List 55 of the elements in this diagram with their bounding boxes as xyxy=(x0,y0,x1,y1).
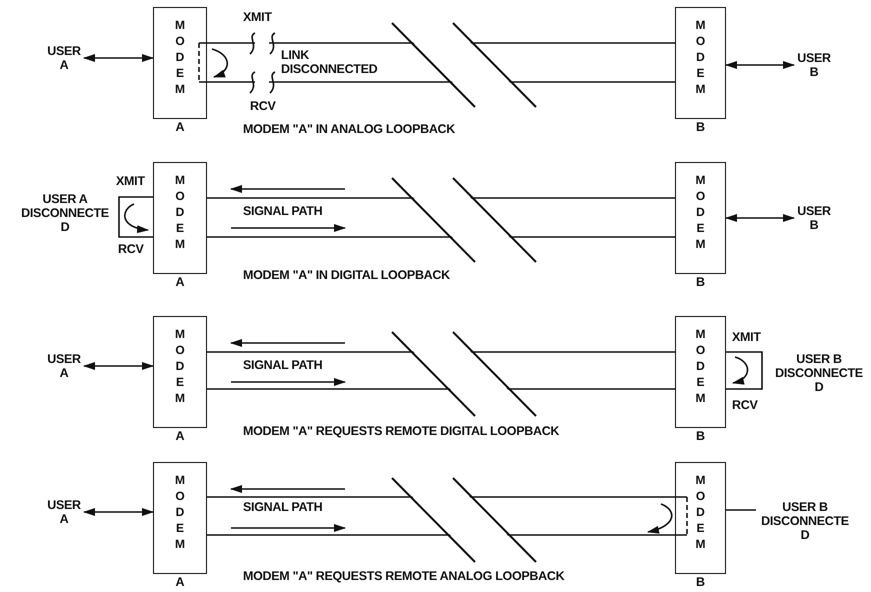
double-arrow xyxy=(725,214,795,222)
modem-label: MODEM xyxy=(174,472,186,552)
modem-box xyxy=(675,162,726,274)
signal-label: XMIT xyxy=(116,174,145,188)
modem-label: MODEM xyxy=(694,472,706,552)
modem-id-label: A xyxy=(174,276,186,289)
double-arrow xyxy=(83,362,154,370)
modem-box xyxy=(153,462,207,574)
signal-label: XMIT xyxy=(243,10,272,24)
signal-label: SIGNAL PATH xyxy=(243,500,322,514)
signal-label: RCV xyxy=(732,398,758,412)
signal-label: RCV xyxy=(250,99,276,113)
modem-box xyxy=(153,7,207,119)
modem-label: MODEM xyxy=(694,172,706,252)
modem-box xyxy=(675,462,726,574)
signal-label: RCV xyxy=(118,242,144,256)
caption: MODEM "A" IN ANALOG LOOPBACK xyxy=(243,122,456,136)
line xyxy=(726,509,756,511)
line xyxy=(207,81,675,83)
modem-id-label: A xyxy=(174,121,186,134)
modem-box xyxy=(153,316,207,428)
modem-label: MODEM xyxy=(174,17,186,97)
caption: MODEM "A" IN DIGITAL LOOPBACK xyxy=(243,268,450,282)
modem-id-label: B xyxy=(694,121,706,134)
modem-id-label: B xyxy=(694,576,706,589)
user-label: USER B DISCONNECTE D xyxy=(774,352,864,394)
status-label: LINK DISCONNECTED xyxy=(281,48,378,76)
user-label: USER B DISCONNECTE D xyxy=(760,500,850,542)
modem-label: MODEM xyxy=(694,17,706,97)
line xyxy=(207,496,675,498)
modem-label: MODEM xyxy=(174,326,186,406)
modem-id-label: B xyxy=(694,276,706,289)
modem-id-label: A xyxy=(174,576,186,589)
line xyxy=(207,236,675,238)
user-label: USER A DISCONNECTE D xyxy=(20,192,110,234)
user-label: USER A xyxy=(46,352,82,380)
user-label: USER B xyxy=(796,204,832,232)
modem-box xyxy=(675,7,726,119)
modem-box xyxy=(675,316,726,428)
double-arrow xyxy=(83,54,154,62)
user-label: USER B xyxy=(796,51,832,79)
user-label: USER A xyxy=(46,498,82,526)
double-arrow xyxy=(725,61,795,69)
double-arrow xyxy=(83,508,154,516)
caption: MODEM "A" REQUESTS REMOTE DIGITAL LOOPBACK xyxy=(243,424,560,438)
modem-label: MODEM xyxy=(174,172,186,252)
caption: MODEM "A" REQUESTS REMOTE ANALOG LOOPBACK xyxy=(243,569,564,583)
user-label: USER A xyxy=(46,44,82,72)
modem-label: MODEM xyxy=(694,326,706,406)
signal-label: XMIT xyxy=(732,330,761,344)
signal-label: SIGNAL PATH xyxy=(243,358,322,372)
modem-id-label: A xyxy=(174,430,186,443)
modem-box xyxy=(153,162,207,274)
signal-label: SIGNAL PATH xyxy=(243,204,322,218)
modem-id-label: B xyxy=(694,430,706,443)
